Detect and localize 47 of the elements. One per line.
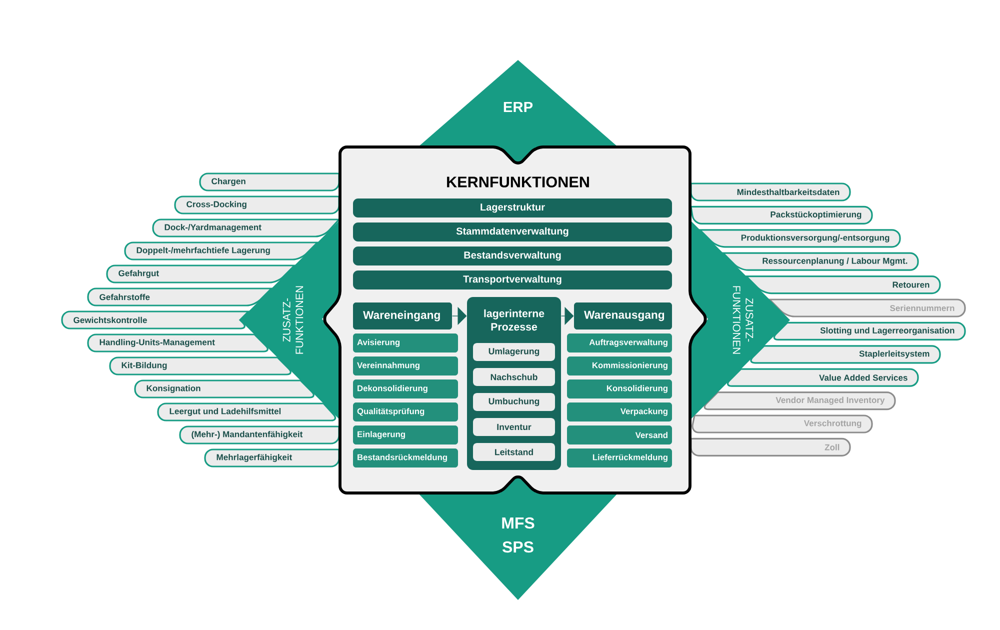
- function-bar: Transportverwaltung: [353, 270, 672, 290]
- process-box: Leitstand: [473, 443, 555, 461]
- function-bar: Stammdatenverwaltung: [353, 222, 672, 242]
- pill: Handling-Units-Management: [87, 334, 268, 352]
- process-box: Versand: [567, 426, 672, 444]
- process-box: Verpackung: [567, 402, 672, 422]
- header-box: Wareneingang: [353, 302, 452, 330]
- pill: Leergut und Ladehilfsmittel: [157, 402, 336, 422]
- pill: Mindesthaltbarkeitsdaten: [690, 182, 851, 202]
- process-box: Nachschub: [473, 368, 555, 386]
- pill: Zoll: [690, 438, 851, 456]
- process-box: Dekonsolidierung: [353, 380, 458, 398]
- process-box: Einlagerung: [353, 426, 458, 444]
- pill: Gewichtskontrolle: [61, 310, 250, 330]
- process-box: Inventur: [473, 418, 555, 436]
- function-bar: Lagerstruktur: [353, 198, 672, 218]
- process-box: Umbuchung: [473, 393, 555, 411]
- process-box: Kommissionierung: [567, 356, 672, 376]
- process-box: Vereinnahmung: [353, 356, 458, 376]
- function-bar: Bestandsverwaltung: [353, 246, 672, 266]
- pill: Staplerleitsystem: [750, 345, 941, 364]
- pill: Slotting und Lagerreorganisation: [773, 322, 966, 340]
- pill: Dock-/Yardmanagement: [152, 218, 340, 238]
- pill: Seriennummern: [768, 298, 966, 318]
- pill: Gefahrstoffe: [87, 288, 272, 306]
- process-box: Auftragsverwaltung: [567, 334, 672, 352]
- process-box: Qualitätsprüfung: [353, 402, 458, 422]
- pill: Vendor Managed Inventory: [704, 392, 896, 410]
- pill: Retouren: [746, 276, 941, 294]
- pill: Mehrlagerfähigkeit: [204, 448, 340, 468]
- pill: Konsignation: [134, 380, 314, 398]
- process-box: Lieferrückmeldung: [567, 448, 672, 468]
- pill: (Mehr-) Mandantenfähigkeit: [179, 426, 340, 444]
- pill: Cross-Docking: [174, 196, 340, 214]
- pill: Gefahrgut: [106, 264, 296, 284]
- pill: Verschrottung: [692, 414, 873, 434]
- pill: Value Added Services: [726, 368, 919, 387]
- pill: Chargen: [199, 172, 340, 192]
- pill: Kit-Bildung: [109, 356, 292, 376]
- pill: Packstückoptimierung: [690, 206, 873, 224]
- pill: Doppelt-/mehrfachtiefe Lagerung: [124, 242, 318, 260]
- pill: Ressourcenplanung / Labour Mgmt.: [722, 252, 919, 271]
- pill: Produktionsversorgung/-entsorgung: [699, 229, 901, 248]
- process-box: Umlagerung: [473, 343, 555, 361]
- process-box: Avisierung: [353, 334, 458, 352]
- process-box: Konsolidierung: [567, 380, 672, 398]
- process-box: Bestandsrückmeldung: [353, 448, 458, 468]
